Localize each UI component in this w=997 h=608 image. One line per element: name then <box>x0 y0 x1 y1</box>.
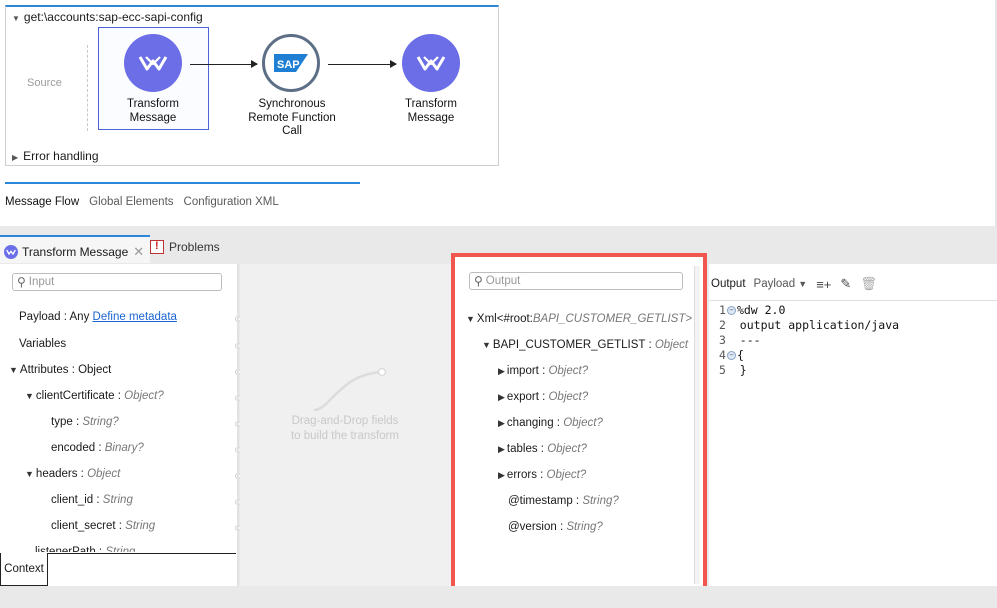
attributes-row[interactable]: ▼Attributes : Object <box>9 364 112 376</box>
input-panel: ⚲Input Payload : Any Define metadata Var… <box>0 264 241 586</box>
collapse-triangle-icon[interactable]: ▼ <box>12 14 20 23</box>
collapse-triangle-icon[interactable]: ▼ <box>25 469 34 479</box>
script-toolbar: Output Payload ▼ ≡+ ✎ 🗑 <box>711 276 877 292</box>
context-tab[interactable]: Context <box>0 553 48 586</box>
input-search[interactable]: ⚲Input <box>12 273 222 291</box>
client-certificate-row[interactable]: ▼clientCertificate : Object? <box>25 390 164 402</box>
timestamp-row[interactable]: @timestamp : String? <box>508 495 619 507</box>
encoded-field-row[interactable]: encoded : Binary? <box>51 442 144 454</box>
status-strip <box>0 586 997 608</box>
window-edge <box>995 0 997 230</box>
flow-arrow <box>328 60 397 68</box>
expand-triangle-icon[interactable]: ▶ <box>498 470 505 480</box>
mapping-canvas[interactable] <box>240 264 452 586</box>
source-label: Source <box>27 77 62 89</box>
code-line[interactable]: 2 output application/java <box>719 318 900 332</box>
script-divider <box>709 300 997 301</box>
collapse-triangle-icon[interactable]: ▼ <box>482 340 491 350</box>
transform-message-label: Transform Message <box>127 98 179 124</box>
error-handling-toggle[interactable]: ▶Error handling <box>12 149 99 163</box>
sap-logo-icon: SAP <box>274 54 308 72</box>
output-field-row[interactable]: ▶tables : Object? <box>498 443 587 455</box>
expand-triangle-icon[interactable]: ▶ <box>498 418 505 428</box>
code-line[interactable]: 5 } <box>719 363 747 377</box>
collapse-triangle-icon[interactable]: ▼ <box>25 391 34 401</box>
output-field-row[interactable]: ▶export : Object? <box>498 391 589 403</box>
collapse-triangle-icon[interactable]: ▼ <box>9 365 18 375</box>
close-icon[interactable]: ✕ <box>133 244 145 259</box>
transform-message-icon <box>416 56 446 71</box>
code-line[interactable]: 4−{ <box>719 348 744 362</box>
add-list-icon[interactable]: ≡+ <box>816 276 832 292</box>
problems-icon <box>150 240 164 254</box>
fold-icon[interactable]: − <box>726 306 736 315</box>
drag-curve-icon <box>313 367 387 412</box>
payload-row: Payload : Any Define metadata <box>19 311 177 323</box>
sap-rfc-label: Synchronous Remote Function Call <box>248 98 336 137</box>
canvas-tabs: Message Flow Global Elements Configuration… <box>5 196 289 208</box>
tab-problems[interactable]: Problems <box>150 240 220 254</box>
transform-message-node[interactable] <box>402 34 460 92</box>
search-icon: ⚲ <box>474 274 483 288</box>
payload-select[interactable]: Payload ▼ <box>753 278 808 290</box>
output-field-row[interactable]: ▶import : Object? <box>498 365 589 377</box>
script-panel <box>709 264 997 586</box>
svg-text:SAP: SAP <box>277 59 300 71</box>
transform-message-label: Transform Message <box>405 98 457 124</box>
version-row[interactable]: @version : String? <box>508 521 603 533</box>
output-field-row[interactable]: ▶changing : Object? <box>498 417 603 429</box>
panel-divider[interactable] <box>237 264 239 586</box>
tab-message-flow[interactable]: Message Flow <box>5 196 80 208</box>
type-field-row[interactable]: type : String? <box>51 416 119 428</box>
pencil-icon[interactable]: ✎ <box>840 276 852 291</box>
define-metadata-link[interactable]: Define metadata <box>92 311 177 323</box>
search-icon: ⚲ <box>17 275 26 289</box>
trash-icon[interactable]: 🗑 <box>860 276 877 291</box>
drop-hint: Drag-and-Drop fields to build the transf… <box>290 415 400 442</box>
code-line[interactable]: 3 --- <box>719 333 761 347</box>
variables-row[interactable]: Variables <box>19 338 67 350</box>
expand-triangle-icon[interactable]: ▶ <box>498 444 505 454</box>
flow-canvas: ▼get:\accounts:sap-ecc-sapi-config Sourc… <box>5 5 499 166</box>
expand-triangle-icon[interactable]: ▶ <box>12 153 19 162</box>
sap-rfc-node[interactable]: SAP <box>262 34 320 92</box>
transform-message-node[interactable] <box>124 34 182 92</box>
output-search[interactable]: ⚲Output <box>469 272 683 290</box>
output-root-row[interactable]: ▼Xml<#root:BAPI_CUSTOMER_GETLIST> <box>466 313 693 325</box>
listener-path-row[interactable]: listenerPath : String <box>35 546 136 552</box>
source-divider <box>87 45 88 131</box>
tab-global-elements[interactable]: Global Elements <box>89 196 174 208</box>
output-scrollbar[interactable] <box>694 266 700 584</box>
output-panel: ⚲Output ▼Xml<#root:BAPI_CUSTOMER_GETLIST… <box>455 257 703 591</box>
headers-row[interactable]: ▼headers : Object <box>25 468 121 480</box>
tab-indicator <box>5 182 360 184</box>
expand-triangle-icon[interactable]: ▶ <box>498 366 505 376</box>
collapse-triangle-icon[interactable]: ▼ <box>466 314 475 324</box>
expand-triangle-icon[interactable]: ▶ <box>498 392 505 402</box>
highlight-frame <box>451 253 707 592</box>
tab-transform-message[interactable]: Transform Message ✕ <box>0 235 151 263</box>
code-line[interactable]: 1−%dw 2.0 <box>719 303 786 317</box>
output-field-row[interactable]: ▶errors : Object? <box>498 469 587 481</box>
client-id-row[interactable]: client_id : String <box>51 494 133 506</box>
flow-arrow <box>190 60 258 68</box>
bapi-row[interactable]: ▼BAPI_CUSTOMER_GETLIST : Object <box>482 339 689 351</box>
transform-message-icon <box>4 245 18 259</box>
chevron-down-icon: ▼ <box>798 279 808 289</box>
client-secret-row[interactable]: client_secret : String <box>51 520 156 532</box>
flow-title[interactable]: ▼get:\accounts:sap-ecc-sapi-config <box>12 10 203 24</box>
transform-message-icon <box>138 56 168 71</box>
context-tab-line <box>48 553 236 554</box>
tab-configuration-xml[interactable]: Configuration XML <box>183 196 279 208</box>
fold-icon[interactable]: − <box>726 351 736 360</box>
